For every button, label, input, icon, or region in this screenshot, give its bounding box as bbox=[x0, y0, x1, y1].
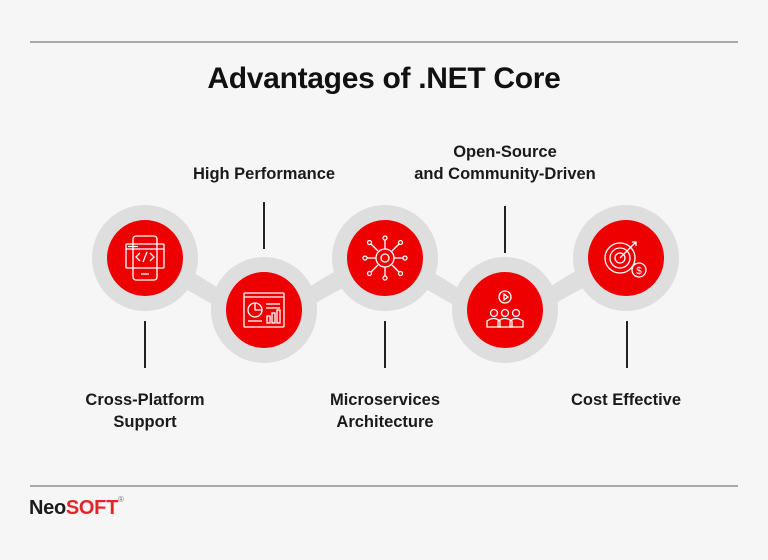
connector-line bbox=[144, 321, 146, 368]
connector-line bbox=[504, 206, 506, 253]
node-high-performance bbox=[226, 272, 302, 348]
page-title: Advantages of .NET Core bbox=[207, 62, 561, 95]
svg-text:$: $ bbox=[636, 266, 642, 277]
bottom-divider bbox=[30, 485, 738, 487]
label-microservices: Microservices Architecture bbox=[329, 391, 441, 431]
gear-network-icon bbox=[362, 235, 408, 281]
target-dollar-icon: $ bbox=[604, 241, 647, 278]
connector-line bbox=[626, 321, 628, 368]
node-cross-platform bbox=[107, 220, 183, 296]
dashboard-chart-icon bbox=[243, 292, 285, 328]
node-cost-effective: $ bbox=[588, 220, 664, 296]
node-open-source bbox=[467, 272, 543, 348]
label-open-source: Open-Source and Community-Driven bbox=[414, 143, 596, 183]
label-cross-platform: Cross-Platform Support bbox=[85, 391, 205, 431]
team-gear-icon bbox=[486, 290, 524, 328]
label-cost-effective: Cost Effective bbox=[570, 391, 682, 409]
connector-line bbox=[384, 321, 386, 368]
neosoft-logo: NeoSOFT® bbox=[29, 495, 124, 519]
connector-line bbox=[263, 202, 265, 249]
node-microservices bbox=[347, 220, 423, 296]
mobile-code-icon bbox=[125, 235, 165, 281]
top-divider bbox=[30, 41, 738, 43]
label-high-performance: High Performance bbox=[192, 165, 336, 183]
